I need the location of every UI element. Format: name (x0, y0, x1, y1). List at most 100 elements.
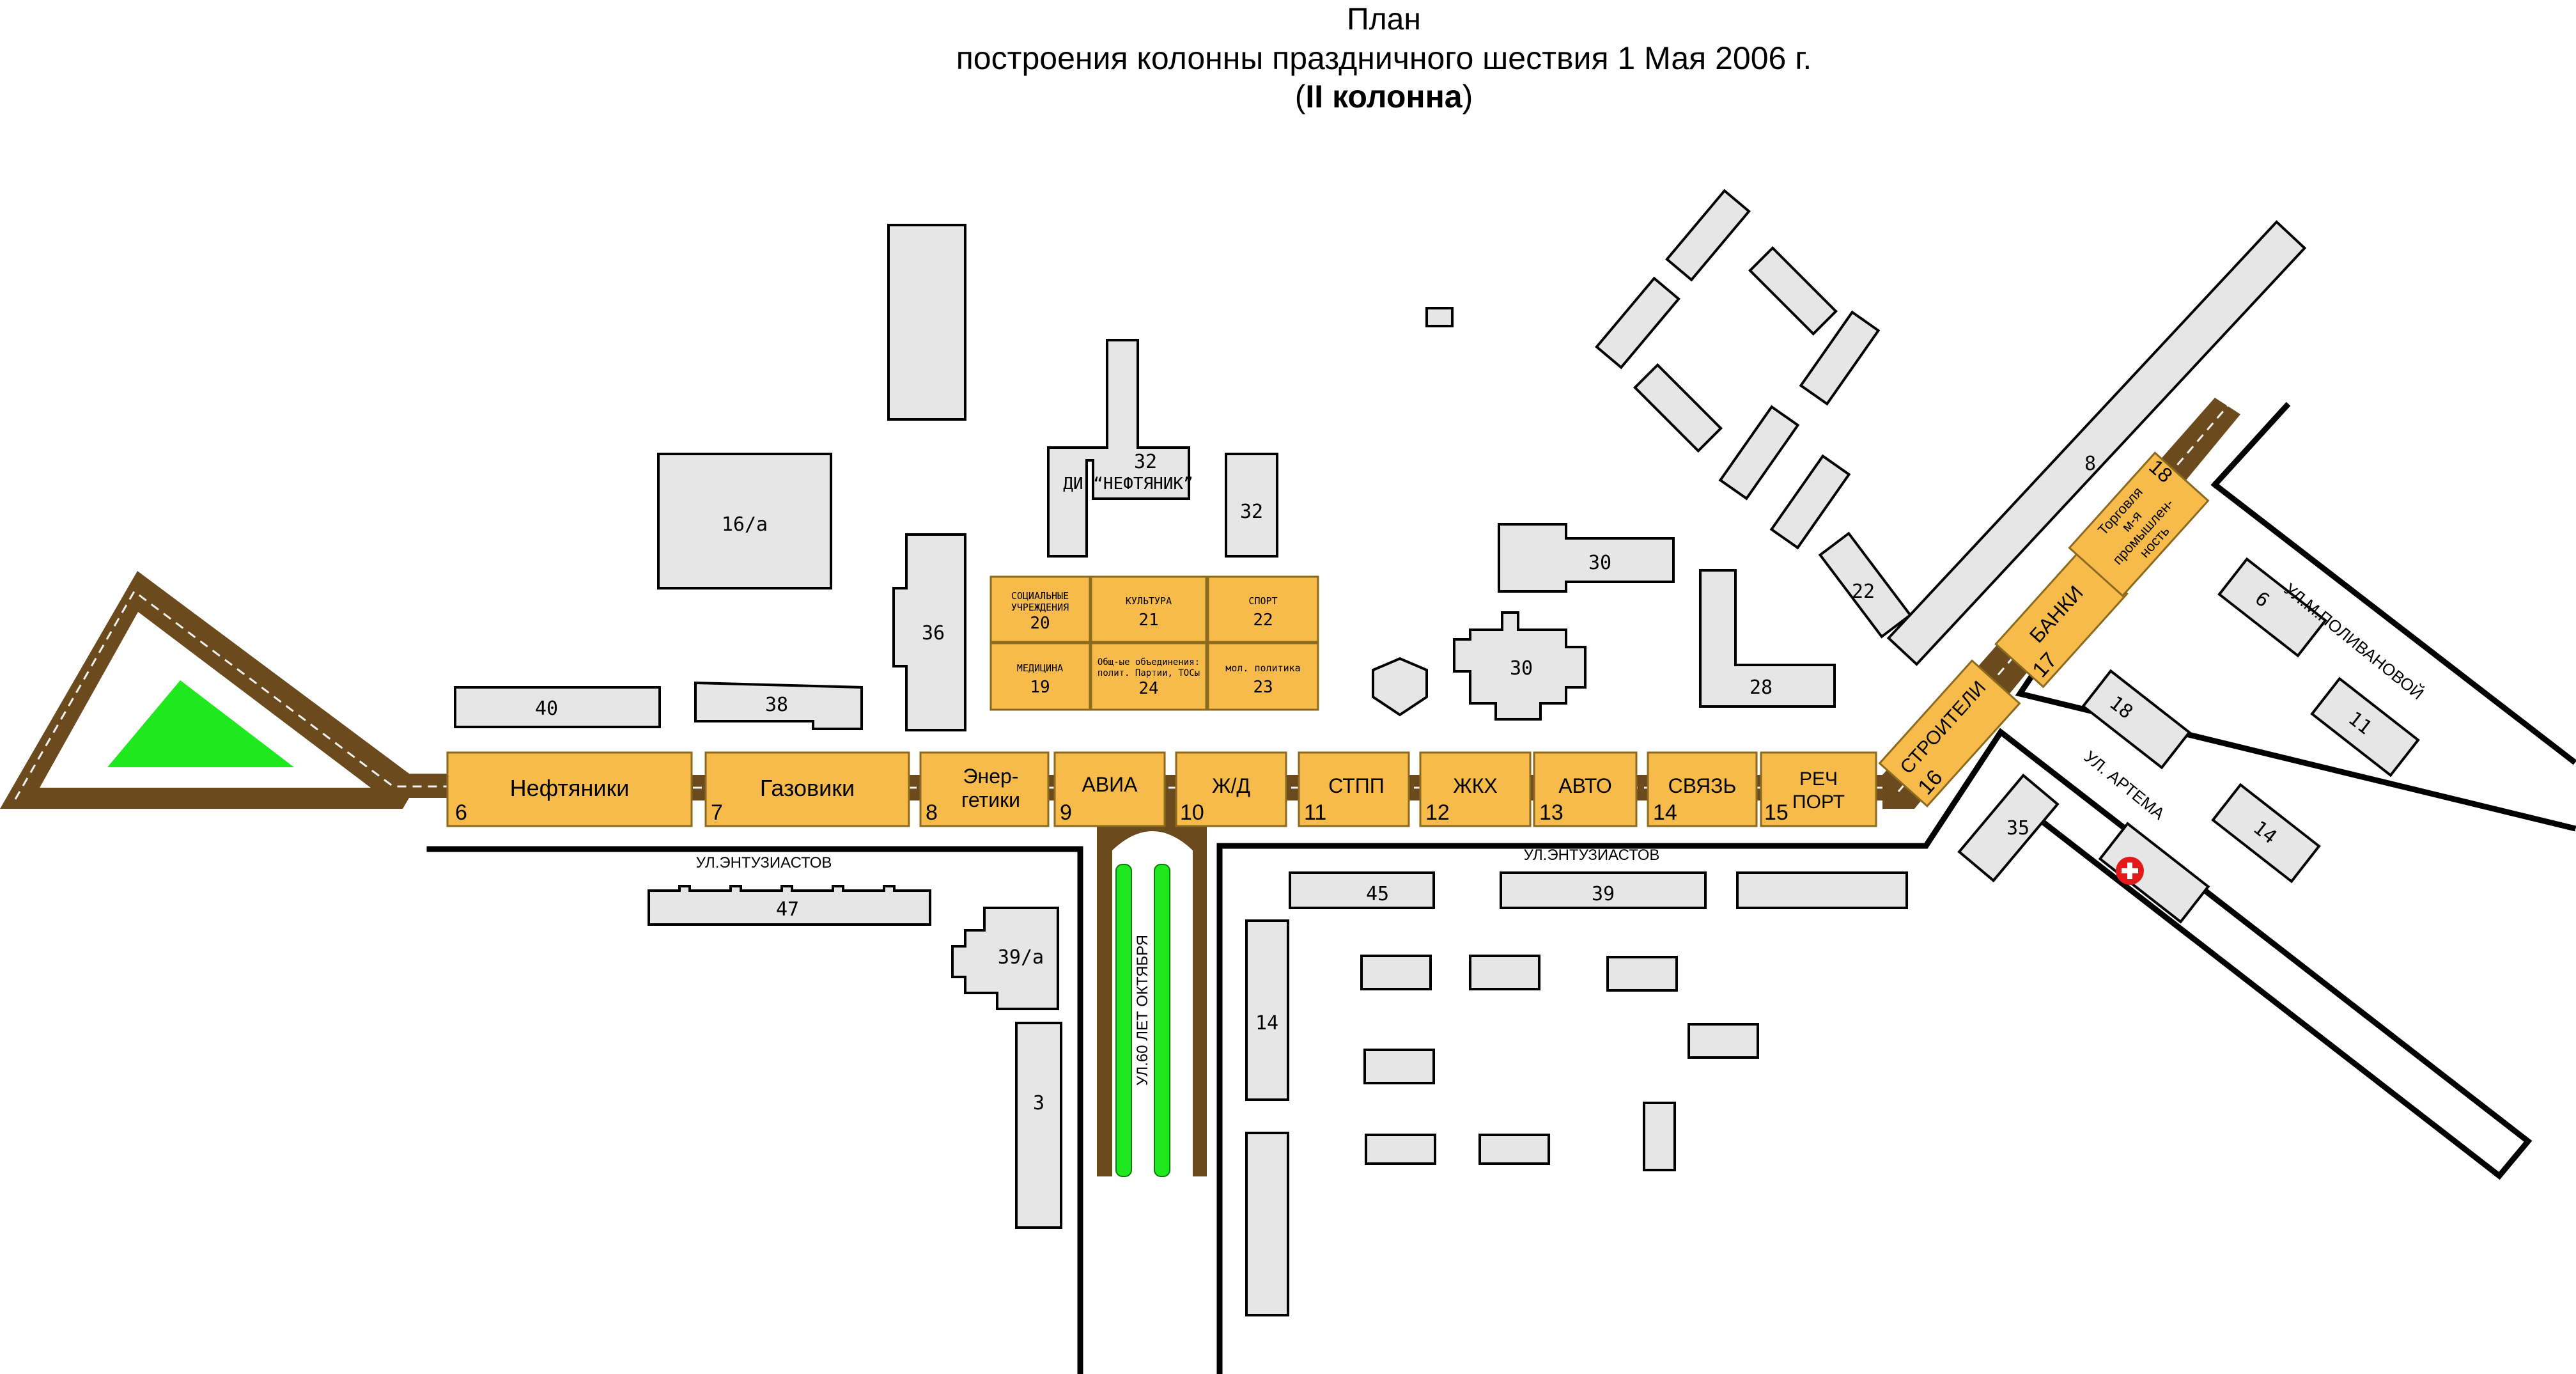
building-28 (1699, 569, 1836, 708)
column-block-14 (1647, 751, 1758, 827)
social-groups: СОЦИАЛЬНЫЕ УЧРЕЖДЕНИЯ 20 КУЛЬТУРА 21 СПО… (989, 575, 1319, 711)
entuz-left-border (426, 846, 1083, 1374)
hospital-building-body (2098, 822, 2210, 924)
green-lawn-triangle (107, 680, 294, 767)
column-block-13 (1533, 751, 1638, 827)
building-30-cross-label: 30 (1510, 657, 1533, 680)
building-36-label: 36 (922, 622, 945, 644)
group-20-label-2: УЧРЕЖДЕНИЯ (1011, 602, 1069, 613)
building-45 (1289, 871, 1435, 909)
building-14-right: 14 (2211, 783, 2321, 884)
building-small-7 (1478, 1134, 1550, 1165)
column-block-12 (1419, 751, 1532, 827)
building-long-right (1736, 871, 1908, 909)
group-19-label: МЕДИЦИНА (1017, 662, 1063, 674)
column-block-6-label: Нефтяники (510, 775, 630, 801)
column-block-10-number: 10 (1180, 800, 1204, 825)
building-32 (1225, 453, 1278, 558)
building-8 (1886, 220, 2307, 666)
oct60-green-strip-left (1115, 864, 1132, 1177)
building-di-label: ДИ “НЕФТЯНИК” (1063, 474, 1193, 494)
building-47 (648, 885, 931, 926)
building-rot-7 (1769, 454, 1851, 550)
group-23-number: 23 (1253, 678, 1273, 697)
building-40-label: 40 (535, 698, 558, 720)
street-borders (426, 402, 2576, 1374)
column-block-11-number: 11 (1304, 800, 1326, 825)
group-19 (989, 642, 1091, 711)
title-line-2: построения колонны праздничного шествия … (956, 40, 1812, 76)
building-3-label: 3 (1033, 1092, 1044, 1114)
building-47-label: 47 (776, 898, 799, 921)
building-38 (694, 681, 863, 730)
column-block-14-label: СВЯЗЬ (1668, 774, 1737, 797)
building-rot-6 (1718, 405, 1800, 501)
building-30-label: 30 (1588, 552, 1611, 574)
building-11-body (2310, 676, 2420, 777)
group-20-label-1: СОЦИАЛЬНЫЕ (1011, 590, 1069, 602)
column-block-7 (704, 751, 910, 827)
building-8-body (1886, 220, 2307, 666)
building-rot-3 (1748, 246, 1838, 336)
building-35: 35 (1957, 773, 2060, 883)
column-block-6-number: 6 (455, 800, 467, 825)
building-rot-5 (1633, 363, 1723, 453)
title-line-1: План (1347, 3, 1421, 36)
building-28-label: 28 (1750, 676, 1773, 699)
polivanova-border-lower (2210, 480, 2576, 765)
building-40 (454, 686, 661, 728)
building-14 (1245, 919, 1289, 1101)
red-cross-icon (2116, 857, 2144, 885)
hospital-building (2098, 822, 2210, 924)
building-di-number: 32 (1134, 451, 1157, 473)
building-small-2 (1469, 955, 1540, 990)
title-line-3: (II колонна) (1295, 79, 1473, 114)
building-lower-tall (1245, 1132, 1289, 1316)
building-6: 6 (2217, 557, 2327, 658)
group-19-number: 19 (1030, 678, 1050, 697)
building-16a-label: 16/а (722, 513, 768, 536)
building-14-right-body (2211, 783, 2321, 884)
building-35-label: 35 (2006, 817, 2029, 839)
building-38-label: 38 (765, 694, 788, 716)
group-24-label-1: Общ-ые объединения: (1098, 657, 1200, 667)
building-rot-4 (1799, 310, 1881, 406)
building-small-6 (1365, 1134, 1436, 1165)
column-block-18: Торговля м-я промышлен- ность 18 (2068, 451, 2210, 597)
building-8-label: 8 (2084, 453, 2096, 475)
building-39a-label: 39/а (998, 946, 1044, 969)
column-block-14-number: 14 (1653, 800, 1677, 825)
building-rot-2 (1595, 276, 1680, 370)
column-block-15-label-2: ПОРТ (1792, 792, 1845, 813)
column-block-7-number: 7 (711, 800, 723, 825)
street-entuz-left: УЛ.ЭНТУЗИАСТОВ (696, 854, 832, 871)
map-title: План построения колонны праздничного шес… (956, 3, 1812, 114)
building-30 (1498, 523, 1675, 593)
group-22 (1207, 575, 1319, 643)
group-22-number: 22 (1253, 611, 1273, 630)
buildings: 16/а 36 32 ДИ “НЕФТЯНИК” 32 40 38 30 30 … (454, 189, 2420, 1316)
building-39a (951, 907, 1059, 1010)
building-22-label: 22 (1852, 581, 1875, 603)
column-block-15 (1760, 751, 1877, 827)
street-oct60: УЛ.60 ЛЕТ ОКТЯБРЯ (1134, 935, 1151, 1086)
building-di-neftyanik (1047, 339, 1190, 558)
column-block-9-label: АВИА (1082, 773, 1138, 796)
column-block-16-body (1878, 659, 2021, 808)
column-block-15-label-1: РЕЧ (1799, 769, 1838, 790)
group-20-number: 20 (1030, 614, 1050, 633)
group-22-label: СПОРТ (1248, 595, 1277, 607)
building-3 (1015, 1022, 1062, 1229)
parade-column: Нефтяники 6 Газовики 7 Энер- гетики 8 АВ… (446, 451, 2210, 827)
group-21 (1090, 575, 1207, 643)
oct60-green-strip-right (1154, 864, 1170, 1177)
column-block-13-number: 13 (1539, 800, 1563, 825)
building-32-label: 32 (1240, 501, 1263, 523)
column-block-9 (1053, 751, 1166, 827)
building-22 (1818, 531, 1913, 639)
building-39 (1500, 871, 1707, 909)
column-block-13-label: АВТО (1558, 774, 1612, 797)
building-36 (892, 533, 966, 731)
building-small-8 (1643, 1102, 1676, 1171)
